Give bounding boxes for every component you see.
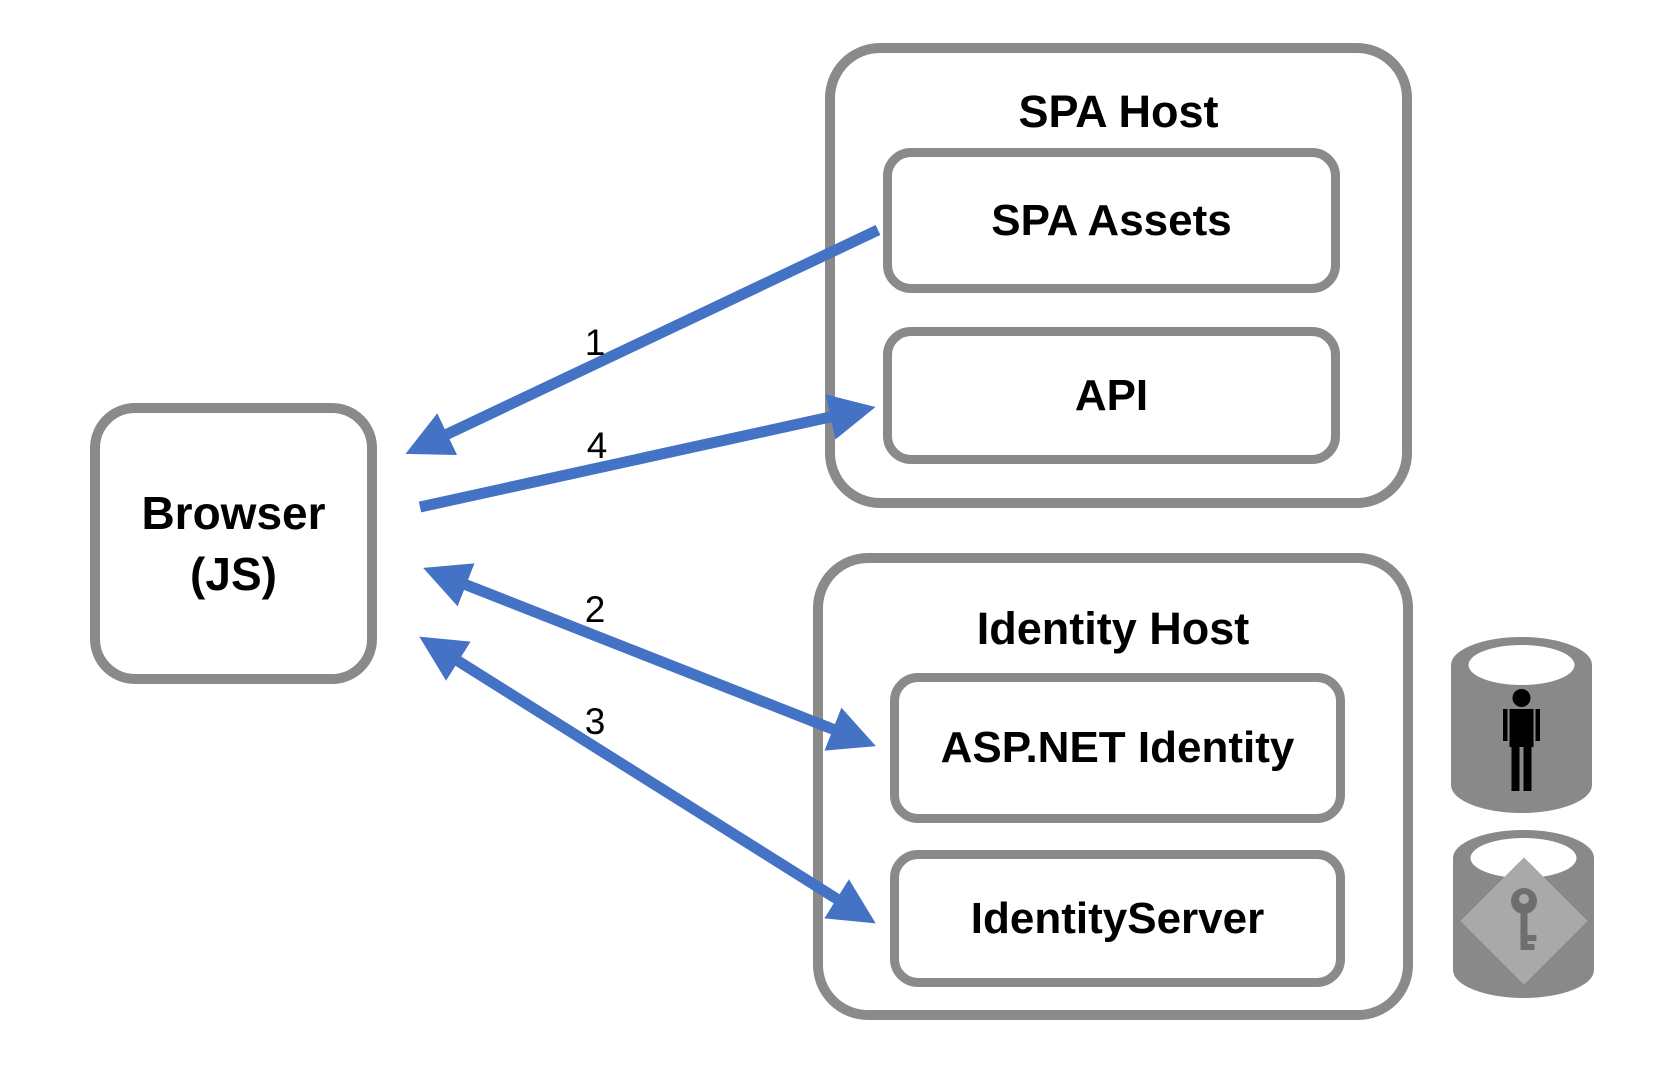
api-node: API: [883, 327, 1340, 464]
arrow-4-label: 4: [586, 425, 608, 466]
identity-server-label: IdentityServer: [970, 893, 1265, 943]
cylinder-opening: [1468, 645, 1575, 685]
user-database-icon: [1451, 637, 1592, 813]
person-icon: [1503, 689, 1540, 791]
aspnet-identity-label: ASP.NET Identity: [940, 723, 1295, 772]
spa-assets-node: SPA Assets: [883, 148, 1340, 293]
spa-host-title: SPA Host: [1018, 86, 1219, 137]
arrow-3-label: 3: [584, 701, 606, 742]
identity-server-node: IdentityServer: [890, 850, 1345, 987]
aspnet-identity-node: ASP.NET Identity: [890, 673, 1345, 823]
browser-label-line2: (JS): [190, 547, 277, 600]
spa-assets-label: SPA Assets: [991, 195, 1232, 245]
arrow-1-label: 1: [584, 322, 606, 363]
api-label: API: [1074, 370, 1149, 420]
key-database-icon: [1453, 830, 1594, 998]
arrow-1-spa-assets-to-browser: [405, 225, 881, 456]
browser-label-line1: Browser: [141, 486, 326, 539]
arrow-2-label: 2: [584, 589, 606, 630]
arrow-3-browser-identity-server: [419, 636, 876, 924]
browser-node: Browser (JS): [90, 403, 377, 684]
key-icon: [1511, 888, 1537, 950]
identity-host-title: Identity Host: [976, 603, 1250, 654]
arrow-4-browser-to-api: [418, 394, 876, 513]
arrow-2-browser-aspnet-identity: [423, 563, 876, 751]
